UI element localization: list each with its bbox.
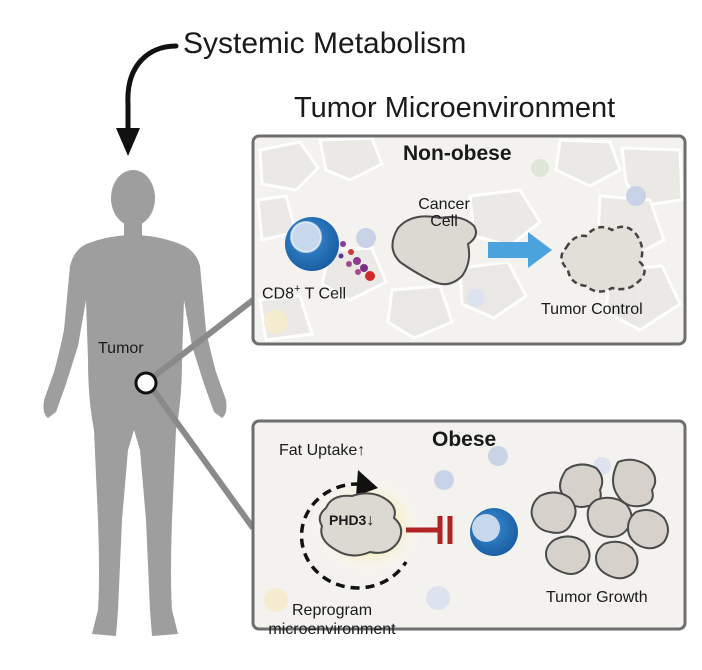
zoom-line-top <box>150 297 255 381</box>
cd8-t-cell-label: CD8+ T Cell <box>262 283 346 303</box>
non-obese-heading: Non-obese <box>403 142 512 165</box>
dead-cancer-cell <box>560 225 646 293</box>
reprogram-label-text: Reprogram microenvironment <box>268 602 396 639</box>
systemic-metabolism-label: Systemic Metabolism <box>183 27 467 60</box>
background-cells-bottom <box>264 446 611 612</box>
obese-panel <box>251 419 687 631</box>
reprogram-loop-arrowhead <box>356 470 378 496</box>
reprogram-label: Reprogram microenvironment <box>259 582 405 640</box>
non-obese-panel <box>251 134 687 346</box>
cd8-label-suffix: T Cell <box>300 285 347 303</box>
fat-uptake-text: Fat Uptake <box>279 442 358 459</box>
background-cells-top <box>264 159 646 334</box>
fat-uptake-label: Fat Uptake↑ <box>279 442 365 460</box>
systemic-arrow-head <box>116 128 140 156</box>
systemic-arrow-curve <box>125 43 179 133</box>
phd3-label: PHD3↓ <box>329 512 374 530</box>
phd3-cancer-cell <box>318 492 403 557</box>
cancer-cell <box>391 215 477 286</box>
tumor-growth-label: Tumor Growth <box>546 589 648 606</box>
cancer-cell-label-text: Cancer Cell <box>418 195 470 231</box>
inhibition-symbol <box>406 516 453 544</box>
phd3-down-arrow: ↓ <box>366 512 375 529</box>
zoom-line-bottom <box>149 386 256 530</box>
tumor-microenvironment-heading: Tumor Microenvironment <box>294 92 616 124</box>
t-cell-obese <box>470 508 518 556</box>
flow-arrow <box>488 232 552 268</box>
tumor-marker <box>134 371 158 395</box>
cd8-label-main: CD8 <box>262 285 295 303</box>
tumor-growth-cluster <box>530 458 669 580</box>
obese-heading: Obese <box>432 428 497 451</box>
cd8-t-cell <box>285 217 339 271</box>
phd3-text: PHD3 <box>329 512 367 528</box>
fat-uptake-up-arrow: ↑ <box>357 442 366 459</box>
tumor-control-label: Tumor Control <box>541 301 643 318</box>
tumor-label: Tumor <box>98 340 144 357</box>
human-silhouette <box>43 170 227 636</box>
cd8-label-superscript: + <box>294 283 301 295</box>
secreted-granules <box>338 241 375 281</box>
reprogram-loop <box>299 482 408 590</box>
cancer-cell-label: Cancer Cell <box>418 178 470 231</box>
